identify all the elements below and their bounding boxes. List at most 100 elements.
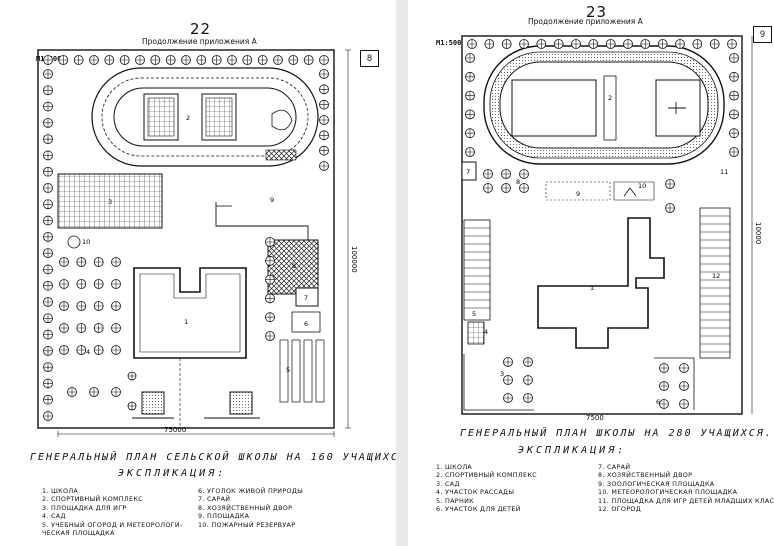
tree-symbol <box>519 183 529 193</box>
plan-title-left: Генеральный план сельской школы на 160 у… <box>30 452 407 463</box>
legend-item: 5. УЧЕБНЫЙ ОГОРОД И МЕТЕОРОЛОГИ- <box>42 520 183 529</box>
plot-label: 11 <box>720 168 728 176</box>
legend-item: 8. ХОЗЯЙСТВЕННЫЙ ДВОР <box>598 471 693 480</box>
tree-symbol <box>709 39 720 49</box>
tree-symbol <box>679 363 689 373</box>
tree-symbol <box>519 169 529 179</box>
tree-symbol <box>43 345 53 356</box>
tree-symbol <box>729 90 739 101</box>
plot-label: 7 <box>304 294 308 302</box>
tree-symbol <box>150 55 161 65</box>
tree-symbol <box>43 411 53 421</box>
tree-symbol <box>273 55 283 65</box>
page-number-right: 23 <box>586 3 608 21</box>
tree-symbol <box>319 84 329 95</box>
tree-symbol <box>76 345 87 355</box>
tree-symbol <box>127 371 137 381</box>
tree-symbol <box>319 161 329 171</box>
tree-symbol <box>484 39 495 49</box>
legend-item: ЧЕСКАЯ ПЛОЩАДКА <box>42 529 115 538</box>
tree-symbol <box>43 199 53 210</box>
legend-item: 4. УЧАСТОК РАССАДЫ <box>436 488 515 497</box>
tree-symbol <box>127 401 137 411</box>
tree-symbol <box>319 115 329 125</box>
plot-label: 10 <box>82 238 90 246</box>
plot-label: 5 <box>286 366 290 374</box>
plot-label: 1 <box>590 284 594 292</box>
tree-symbol <box>43 313 53 324</box>
plot-label: 6 <box>304 320 308 328</box>
tree-symbol <box>43 231 53 242</box>
dimension-width-left: 75000 <box>164 426 186 434</box>
tree-symbol <box>257 55 268 65</box>
plot-label: 2 <box>608 94 612 102</box>
tree-symbol <box>692 39 703 49</box>
plot-label: 8 <box>516 178 520 186</box>
legend-item: 5. ПАРНИК <box>436 496 474 505</box>
tree-symbol <box>43 362 53 373</box>
tree-symbol <box>319 55 329 65</box>
legend-item: 12. ОГОРОД <box>598 505 642 514</box>
tree-symbol <box>111 279 121 289</box>
legend-item: 1. ШКОЛА <box>42 487 79 495</box>
plot-label: 2 <box>186 114 190 122</box>
scale-label-right: М1:500 <box>436 39 462 47</box>
tree-symbol <box>523 357 533 367</box>
tree-symbol <box>43 280 53 291</box>
tree-symbol <box>523 375 533 385</box>
tree-symbol <box>43 248 53 259</box>
tree-symbol <box>659 381 669 391</box>
tree-symbol <box>227 55 237 65</box>
tree-symbol <box>659 363 669 373</box>
tree-symbol <box>43 215 53 226</box>
tree-symbol <box>119 55 130 65</box>
tree-symbol <box>519 39 529 49</box>
plot-label: 4 <box>86 348 90 356</box>
tree-symbol <box>111 257 121 267</box>
tree-symbol <box>111 301 121 311</box>
tree-symbol <box>43 150 53 161</box>
tree-symbol <box>303 55 314 65</box>
tree-symbol <box>111 323 121 333</box>
tree-symbol <box>553 39 564 49</box>
tree-symbol <box>288 55 299 65</box>
legend-item: 7. САРАЙ <box>598 463 631 471</box>
tree-symbol <box>465 90 475 101</box>
tree-symbol <box>729 147 739 157</box>
tree-symbol <box>76 257 87 267</box>
tree-symbol <box>59 279 69 289</box>
tree-symbol <box>679 381 689 391</box>
tree-symbol <box>93 323 104 333</box>
tree-symbol <box>59 323 69 333</box>
right-page: 23 Продолжение приложения А М1:500 9 <box>408 0 774 546</box>
plot-label: 7 <box>466 168 470 176</box>
plot-label: 1 <box>184 318 188 326</box>
tree-symbol <box>605 39 616 49</box>
site-plan-left: 75000 100000 1 2 3 4 5 6 7 8 9 10 <box>34 46 396 442</box>
tree-symbol <box>67 387 77 397</box>
legend-item: 10. ПОЖАРНЫЙ РЕЗЕРВУАР <box>198 520 296 529</box>
tree-symbol <box>43 134 53 145</box>
legend-item: 3. ПЛОЩАДКА ДЛЯ ИГР <box>42 503 127 512</box>
tree-symbol <box>43 101 53 112</box>
legend-item: 8. ХОЗЯЙСТВЕННЫЙ ДВОР <box>198 503 293 512</box>
tree-symbol <box>93 301 104 311</box>
tree-symbol <box>43 394 53 405</box>
tree-symbol <box>165 55 176 65</box>
site-plan-left-drawing: 75000 100000 1 2 3 4 5 6 7 8 9 10 <box>37 49 358 437</box>
plot-label: 8 <box>292 262 296 270</box>
tree-symbol <box>104 55 115 65</box>
tree-symbol <box>729 128 739 139</box>
tree-symbol <box>465 71 475 82</box>
page-subtitle-right: Продолжение приложения А <box>528 17 643 26</box>
explication-title-left: ЭКСПЛИКАЦИЯ: <box>118 468 227 479</box>
tree-symbol <box>93 279 104 289</box>
tree-symbol <box>265 293 275 304</box>
tree-symbol <box>623 39 633 49</box>
plan-title-right: Генеральный план школы на 280 учащихся. <box>460 428 773 439</box>
tree-symbol <box>467 39 477 49</box>
tree-symbol <box>665 203 675 213</box>
tree-symbol <box>111 345 121 355</box>
tree-symbol <box>503 375 513 385</box>
tree-symbol <box>265 331 275 341</box>
